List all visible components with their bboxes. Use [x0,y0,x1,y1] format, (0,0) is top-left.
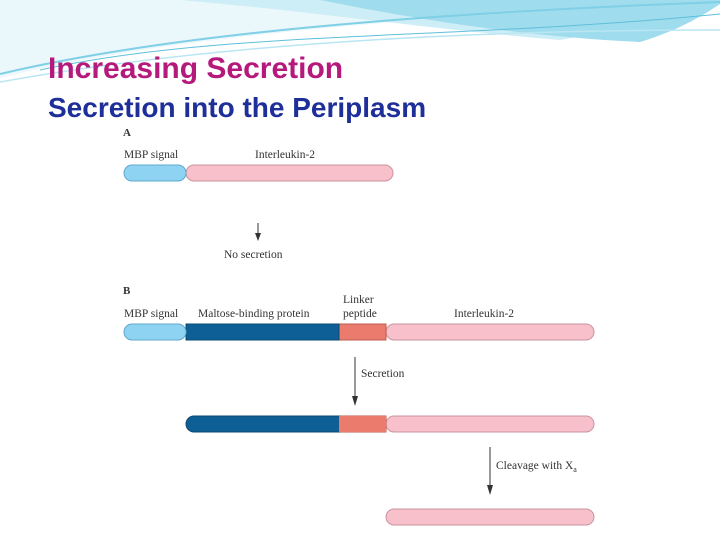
row1-maltose-binding-segment [185,323,340,341]
panel-a-arrowhead [255,233,261,241]
cleavage-label: Cleavage with Xa [496,460,577,474]
slide-title: Increasing Secretion [48,52,344,85]
row3-interleukin-segment [385,508,595,526]
row2-linker-overlay [339,416,386,432]
panel-b-interleukin-label: Interleukin-2 [454,308,514,320]
linker-label: Linker [343,294,374,306]
row1-linker-segment [338,323,387,341]
panel-a-mbp-signal-segment [123,164,187,182]
panel-b-mbp-signal-label: MBP signal [124,308,178,320]
panel-a-interleukin-label: Interleukin-2 [255,149,315,161]
panel-a-letter: A [123,127,131,139]
slide-subtitle: Secretion into the Periplasm [48,92,427,123]
fusion-protein-diagram: A MBP signal Interleukin-2 No secretion … [115,125,601,532]
cleavage-arrowhead [487,485,493,495]
secretion-label: Secretion [361,368,405,380]
header-swoosh-decoration [0,0,720,83]
row2-interleukin-segment [385,415,595,433]
maltose-binding-protein-label: Maltose-binding protein [198,308,310,320]
row1-interleukin-segment [385,323,595,341]
secretion-arrowhead [352,396,358,406]
row2-maltose-binding-segment [185,415,347,433]
panel-a-interleukin-segment [185,164,394,182]
no-secretion-label: No secretion [224,249,283,261]
panel-b-letter: B [123,285,131,297]
linker-peptide-label: peptide [343,308,377,320]
cleavage-subscript: a [573,465,577,474]
panel-a-mbp-signal-label: MBP signal [124,149,178,161]
cleavage-text: Cleavage with X [496,460,574,472]
row1-mbp-signal-segment [123,323,187,341]
